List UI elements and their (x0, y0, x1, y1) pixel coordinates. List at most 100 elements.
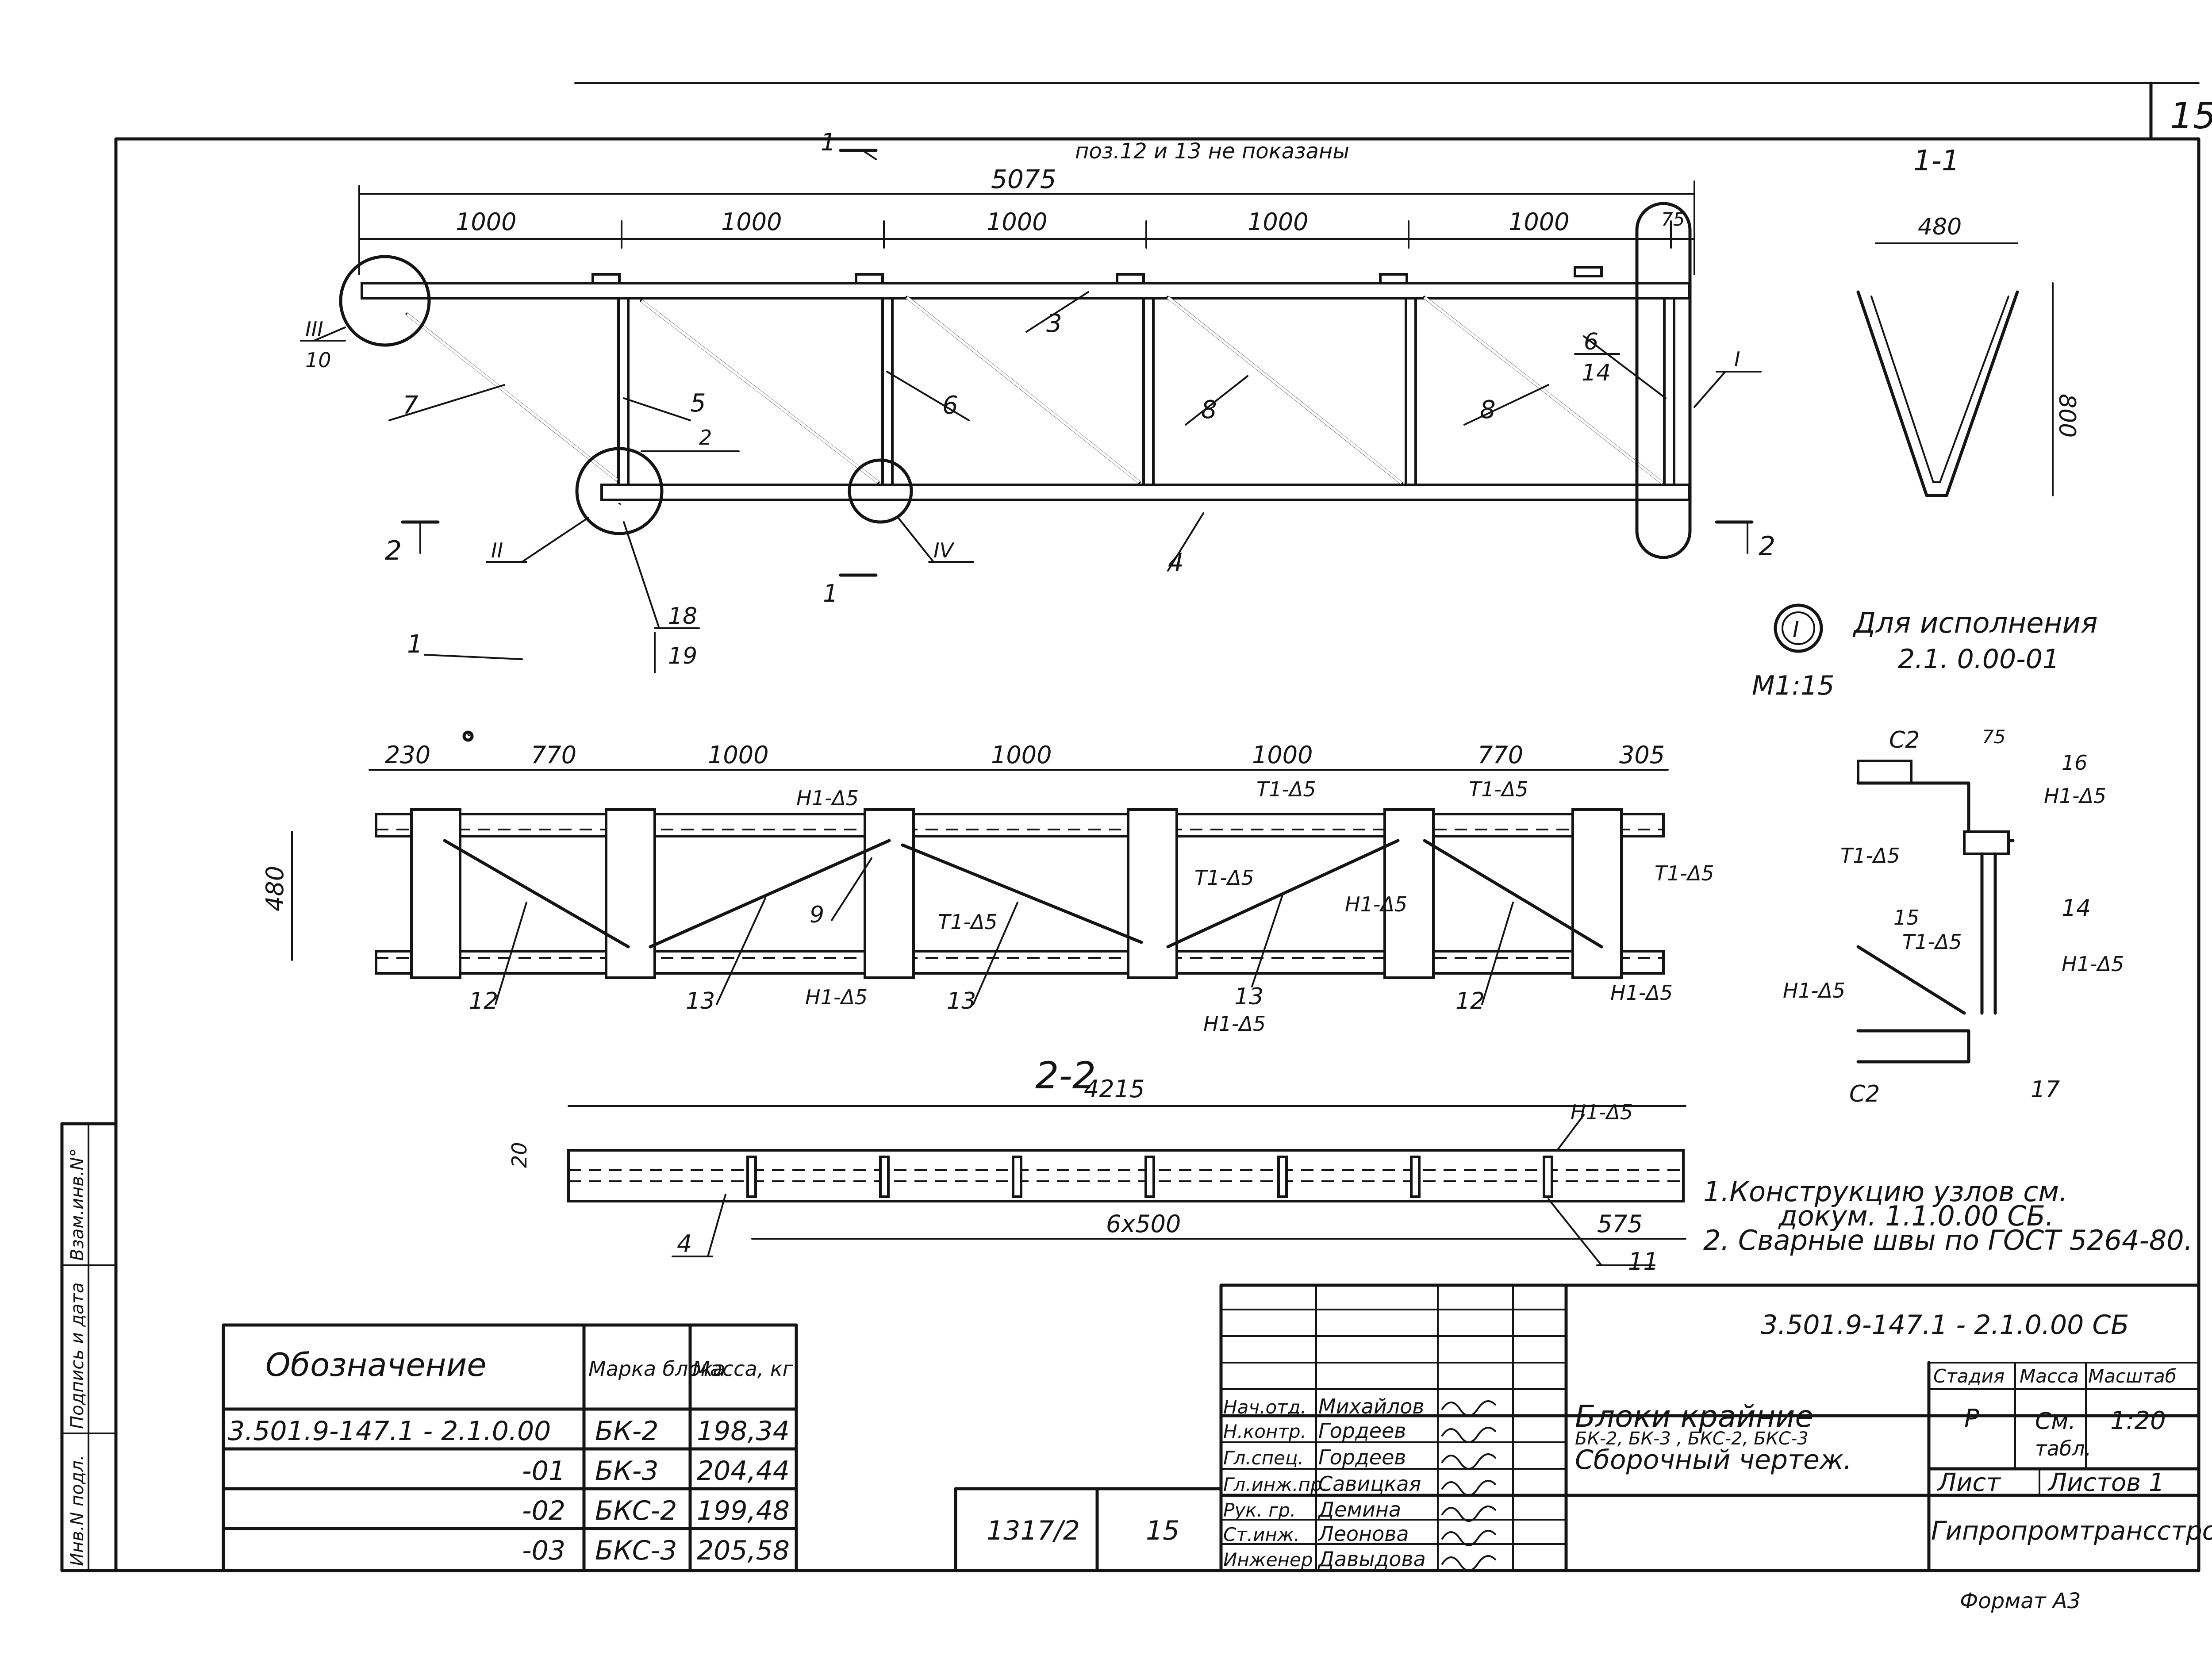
plan-part-13c: 13 (1234, 983, 1263, 1010)
section-mark-1-top: 1 (821, 128, 836, 156)
part-8a: 8 (1201, 396, 1217, 424)
part-4: 4 (1168, 548, 1184, 577)
node-I-scale: М1:15 (1752, 670, 1835, 701)
plan-dim-7: 305 (1619, 741, 1665, 769)
part-6-top: 6 (1584, 329, 1598, 355)
name-3: Гордеев (1318, 1445, 1406, 1469)
span-dim-4: 1000 (1248, 208, 1308, 236)
node-I-label: I (1734, 347, 1740, 371)
span-dim-5: 1000 (1509, 208, 1569, 236)
side-stamp: Инв.N подл. Подпись и дата Взам.инв.N° (60, 1122, 118, 1572)
chord-offset: 20 (507, 1142, 531, 1168)
section-height: 800 (2054, 394, 2080, 438)
sheet-label: Лист (1937, 1468, 2001, 1497)
archive-sheet: 15 (1146, 1515, 1179, 1546)
plan-weld-9: Н1-Δ5 (1203, 1012, 1266, 1036)
detail-weld-1: Н1-Δ5 (2044, 784, 2106, 808)
plan-weld-5: Н1-Δ5 (1345, 892, 1407, 916)
part-2: 2 (699, 426, 712, 449)
chord-part-4: 4 (677, 1230, 692, 1258)
plan-title: 2-2 (1035, 1054, 1096, 1097)
mass-header: Масса (2020, 1365, 2079, 1387)
spec-header-designation: Обозначение (265, 1346, 487, 1383)
plan-dim-6: 770 (1478, 741, 1523, 769)
section-width: 480 (1918, 214, 1962, 240)
role-5: Рук. гр. (1223, 1499, 1296, 1521)
spec-row2-code: -01 (522, 1456, 565, 1486)
mass-value-2: табл. (2035, 1437, 2091, 1460)
node-II-label: II (491, 538, 503, 562)
section-1-1-title: 1-1 (1913, 145, 1960, 177)
node-detail: С2 75 16 Н1-Δ5 Т1-Δ5 15 14 Т1-Δ5 Н1-Δ5 Н… (1783, 726, 2124, 1107)
chord-end: 575 (1597, 1210, 1643, 1238)
scale-header: Масштаб (2088, 1365, 2177, 1387)
note-1: 1.Конструкцию узлов см. (1703, 1175, 2068, 1208)
detail-c2-bottom: С2 (1849, 1081, 1880, 1107)
node-IV-label: IV (933, 538, 955, 562)
node-I-text1: Для исполнения (1852, 607, 2098, 640)
node-I-text2: 2.1. 0.00-01 (1898, 644, 2059, 675)
detail-17: 17 (2031, 1076, 2060, 1103)
chord-spacing: 6х500 (1106, 1210, 1181, 1238)
scale-value: 1:20 (2110, 1406, 2166, 1435)
spec-row4-mark: БКС-3 (595, 1535, 677, 1566)
node-I-symbol: I (1793, 617, 1799, 642)
title-line-2: БК-2, БК-3 , БКС-2, БКС-3 (1575, 1429, 1809, 1449)
spec-row3-mark: БКС-2 (595, 1495, 677, 1526)
role-4: Гл.инж.пр. (1223, 1474, 1328, 1495)
bottom-chord-view: 4215 20 Н1-Δ5 6х500 575 4 11 (507, 1075, 1686, 1275)
span-dim-1: 1000 (456, 208, 516, 236)
detail-c2-top: С2 (1889, 727, 1920, 753)
detail-16: 16 (2062, 751, 2088, 775)
detail-14: 14 (2062, 895, 2091, 922)
total-dim: 5075 (991, 164, 1056, 194)
node-III-part: 10 (305, 348, 331, 372)
spec-row1-mass: 198,34 (697, 1416, 790, 1447)
name-7: Давыдова (1317, 1547, 1426, 1571)
sheets-label: Листов 1 (2047, 1468, 2165, 1497)
spec-header-mass: Масса, кг (692, 1357, 794, 1381)
side-stamp-1: Инв.N подл. (67, 1455, 88, 1566)
plan-view: 230 770 1000 1000 1000 770 305 480 Н1-Δ5… (261, 741, 1714, 1097)
chord-length: 4215 (1084, 1075, 1144, 1103)
part-19: 19 (668, 643, 697, 669)
format-label: Формат А3 (1960, 1589, 2081, 1613)
spec-row2-mass: 204,44 (697, 1456, 790, 1486)
title-line-3: Сборочный чертеж. (1575, 1444, 1852, 1475)
title-line-1: Блоки крайние (1575, 1399, 1813, 1434)
part-14: 14 (1582, 360, 1611, 386)
section-mark-1-bottom: 1 (823, 580, 838, 607)
name-6: Леонова (1317, 1522, 1409, 1546)
spec-header-mark: Марка блока (588, 1357, 726, 1381)
part-18: 18 (668, 603, 697, 630)
spec-row3-code: -02 (522, 1495, 565, 1526)
plan-weld-4: Т1-Δ5 (1194, 866, 1254, 890)
note-1-cont: докум. 1.1.0.00 СБ. (1778, 1200, 2054, 1232)
spec-row3-mass: 199,48 (697, 1495, 790, 1526)
stage-value: Р (1964, 1404, 1979, 1433)
plan-weld-3: Т1-Δ5 (1469, 777, 1528, 801)
org-name: Гипропромтрансстрой (1931, 1516, 2212, 1546)
detail-weld-3: Т1-Δ5 (1902, 930, 1962, 954)
chord-weld: Н1-Δ5 (1571, 1100, 1633, 1124)
section-1-1: 1-1 480 800 (1856, 145, 2080, 497)
span-dim-3: 1000 (987, 208, 1047, 236)
plan-weld-2: Т1-Δ5 (1256, 777, 1316, 801)
detail-15: 15 (1893, 906, 1920, 930)
part-6: 6 (942, 391, 958, 420)
spec-row2-mark: БК-3 (595, 1456, 659, 1486)
part-1: 1 (407, 630, 423, 659)
part-3: 3 (1046, 309, 1062, 338)
spec-row1-code: 3.501.9-147.1 - 2.1.0.00 (228, 1416, 551, 1447)
plan-weld-8: Н1-Δ5 (805, 985, 868, 1009)
detail-weld-2: Т1-Δ5 (1840, 844, 1900, 868)
section-mark-2-right: 2 (1759, 531, 1775, 562)
plan-weld-7: Т1-Δ5 (1655, 861, 1714, 885)
spec-row1-mark: БК-2 (595, 1416, 659, 1447)
side-stamp-3: Взам.инв.N° (67, 1148, 88, 1261)
doc-code: 3.501.9-147.1 - 2.1.0.00 СБ (1761, 1310, 2129, 1341)
role-7: Инженер (1223, 1549, 1313, 1571)
spec-row4-mass: 205,58 (697, 1535, 790, 1566)
notes: 1.Конструкцию узлов см. докум. 1.1.0.00 … (1703, 1175, 2193, 1256)
plan-dim-5: 1000 (1252, 741, 1313, 769)
